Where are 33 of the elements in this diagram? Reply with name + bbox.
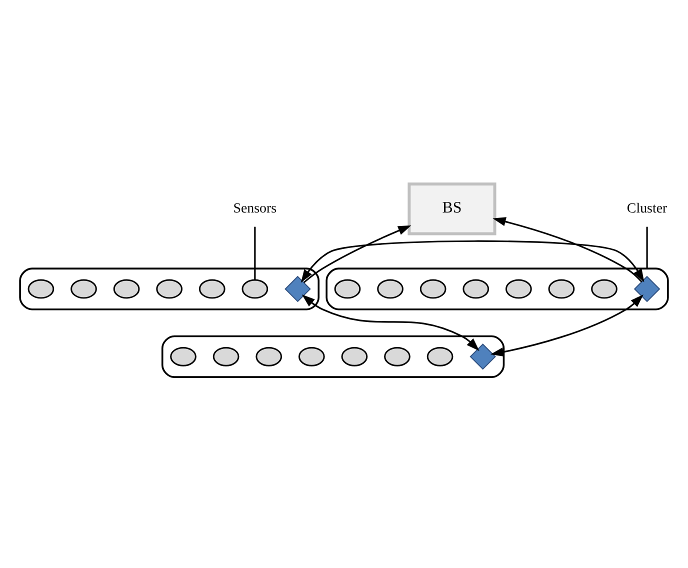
- node-circle: [28, 278, 54, 298]
- node-circle: [341, 346, 368, 366]
- node-text: Sensors: [233, 201, 277, 216]
- node-circle: [156, 278, 183, 298]
- node-circle: [256, 346, 282, 366]
- node-circle: [113, 278, 140, 298]
- node-circle: [377, 278, 404, 298]
- node-circle: [420, 278, 446, 298]
- connector: [646, 226, 648, 268]
- node-circle: [462, 278, 490, 298]
- node-diamond: [284, 275, 311, 302]
- arrow: [490, 294, 644, 356]
- arrow: [492, 216, 642, 282]
- node-circle: [384, 346, 410, 366]
- node-circle: [298, 346, 325, 366]
- node-diamond: [634, 275, 660, 302]
- arrow: [300, 240, 644, 282]
- arrow: [302, 294, 480, 350]
- node-circle: [70, 278, 97, 298]
- node-circle: [242, 278, 268, 298]
- node-circle: [505, 278, 532, 298]
- node-circle: [170, 346, 196, 366]
- arrow: [303, 224, 412, 283]
- node-text: Cluster: [626, 201, 668, 216]
- node-diamond: [470, 343, 496, 370]
- node-circle: [591, 278, 618, 298]
- node-box: BS: [408, 182, 496, 235]
- node-circle: [426, 346, 454, 366]
- node-circle: [198, 278, 226, 298]
- node-circle: [334, 278, 361, 298]
- node-circle: [548, 278, 575, 298]
- connector: [254, 226, 256, 280]
- node-circle: [212, 346, 240, 366]
